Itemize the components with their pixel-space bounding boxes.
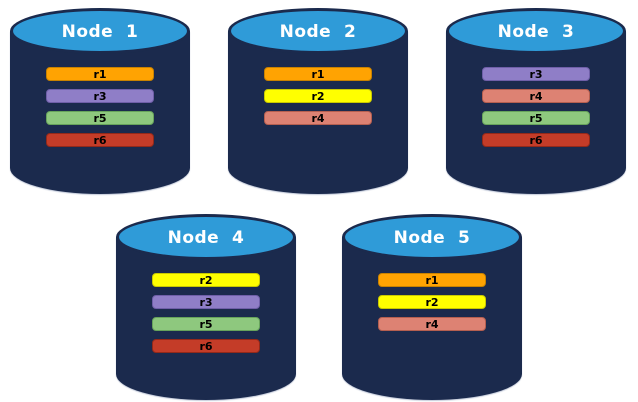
diagram-row-bottom: Node 4 r2 r3 r5 r6 Node 5 r1 r2 r4 bbox=[0, 214, 638, 400]
replica-bar-r4: r4 bbox=[482, 89, 590, 103]
node-cylinder-2: Node 2 r1 r2 r4 bbox=[228, 8, 408, 194]
replica-bar-r4: r4 bbox=[378, 317, 486, 331]
replica-bar-r4: r4 bbox=[264, 111, 372, 125]
node-title: Node 4 bbox=[167, 228, 245, 248]
replica-bar-r6: r6 bbox=[152, 339, 260, 353]
replica-list: r3 r4 r5 r6 bbox=[446, 67, 626, 155]
replica-list: r2 r3 r5 r6 bbox=[116, 273, 296, 361]
node-cylinder-5: Node 5 r1 r2 r4 bbox=[342, 214, 522, 400]
replica-bar-r3: r3 bbox=[46, 89, 154, 103]
replica-bar-r1: r1 bbox=[378, 273, 486, 287]
replica-bar-r2: r2 bbox=[378, 295, 486, 309]
cylinder-top-ellipse: Node 2 bbox=[228, 8, 408, 54]
node-title: Node 2 bbox=[279, 22, 357, 42]
cylinder-top-ellipse: Node 5 bbox=[342, 214, 522, 260]
replica-bar-r2: r2 bbox=[264, 89, 372, 103]
replica-bar-r3: r3 bbox=[152, 295, 260, 309]
replica-bar-r1: r1 bbox=[264, 67, 372, 81]
replica-list: r1 r3 r5 r6 bbox=[10, 67, 190, 155]
cylinder-top-ellipse: Node 1 bbox=[10, 8, 190, 54]
node-title: Node 3 bbox=[497, 22, 575, 42]
cylinder-top-ellipse: Node 4 bbox=[116, 214, 296, 260]
node-cylinder-1: Node 1 r1 r3 r5 r6 bbox=[10, 8, 190, 194]
replica-bar-r5: r5 bbox=[46, 111, 154, 125]
node-title: Node 5 bbox=[393, 228, 471, 248]
replica-bar-r2: r2 bbox=[152, 273, 260, 287]
replica-bar-r6: r6 bbox=[46, 133, 154, 147]
replica-bar-r5: r5 bbox=[482, 111, 590, 125]
replica-bar-r3: r3 bbox=[482, 67, 590, 81]
node-title: Node 1 bbox=[61, 22, 139, 42]
node-cylinder-3: Node 3 r3 r4 r5 r6 bbox=[446, 8, 626, 194]
cylinder-top-ellipse: Node 3 bbox=[446, 8, 626, 54]
replica-bar-r5: r5 bbox=[152, 317, 260, 331]
replica-list: r1 r2 r4 bbox=[228, 67, 408, 133]
replica-list: r1 r2 r4 bbox=[342, 273, 522, 339]
node-cylinder-4: Node 4 r2 r3 r5 r6 bbox=[116, 214, 296, 400]
replica-bar-r6: r6 bbox=[482, 133, 590, 147]
replica-bar-r1: r1 bbox=[46, 67, 154, 81]
